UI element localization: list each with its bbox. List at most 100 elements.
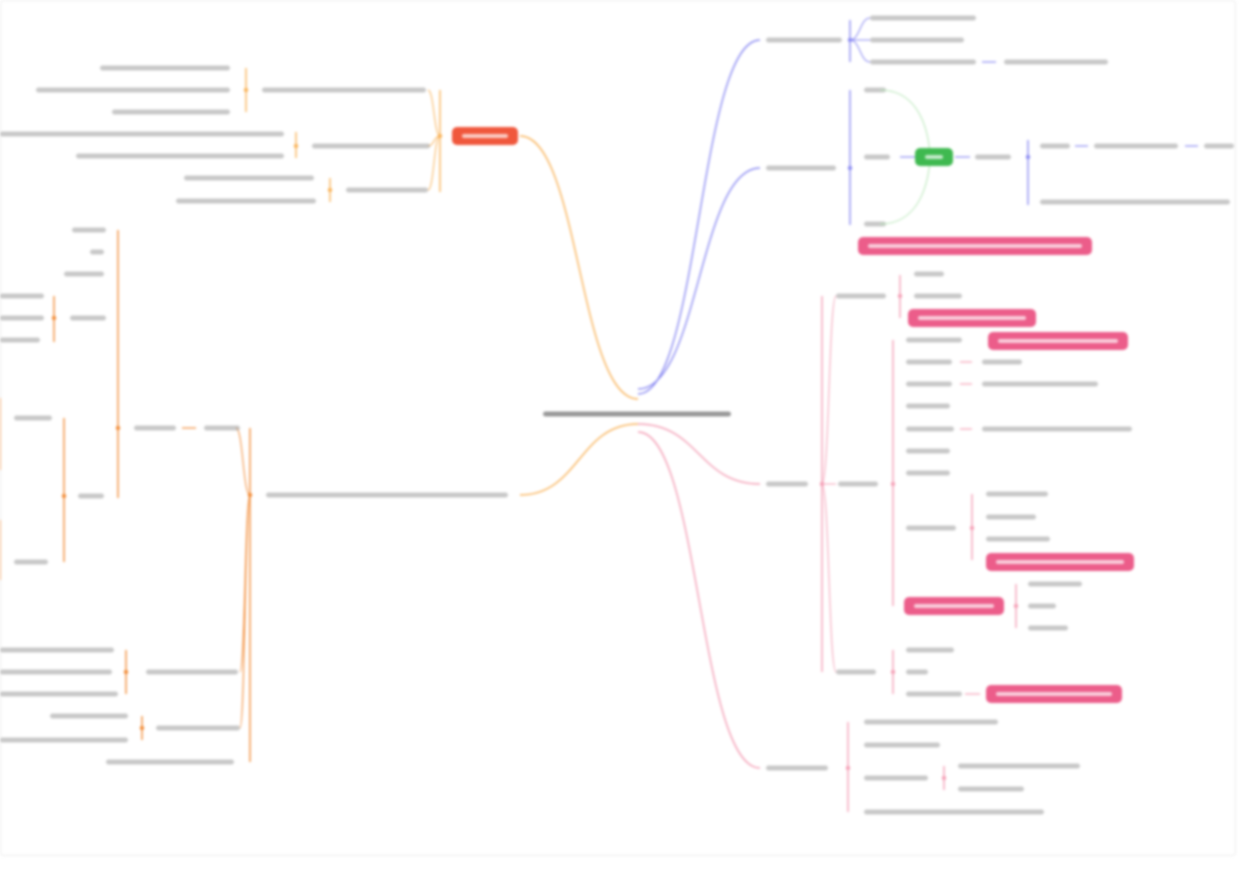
node-text[interactable] bbox=[266, 492, 508, 498]
node-dot bbox=[61, 493, 67, 499]
node-text[interactable] bbox=[836, 669, 876, 675]
node-text[interactable] bbox=[906, 337, 962, 343]
node-text[interactable] bbox=[982, 426, 1132, 432]
node-text[interactable] bbox=[1040, 199, 1230, 205]
node-text[interactable] bbox=[766, 765, 828, 771]
node-text[interactable] bbox=[986, 536, 1050, 542]
node-text[interactable] bbox=[906, 647, 954, 653]
node-text[interactable] bbox=[906, 403, 950, 409]
node-dot bbox=[890, 481, 896, 487]
node-text[interactable] bbox=[72, 227, 106, 233]
node-text[interactable] bbox=[906, 359, 952, 365]
node-text[interactable] bbox=[864, 87, 886, 93]
node-text[interactable] bbox=[864, 154, 890, 160]
node-text[interactable] bbox=[262, 87, 426, 93]
highlighted-node-text bbox=[996, 692, 1112, 696]
highlighted-node-text bbox=[918, 316, 1026, 320]
node-text[interactable] bbox=[106, 759, 234, 765]
node-dot bbox=[897, 293, 903, 299]
node-text[interactable] bbox=[0, 647, 114, 653]
node-text[interactable] bbox=[870, 37, 964, 43]
node-text[interactable] bbox=[870, 59, 976, 65]
highlighted-node-text bbox=[914, 604, 994, 608]
node-text[interactable] bbox=[906, 525, 956, 531]
node-text[interactable] bbox=[50, 713, 128, 719]
node-text[interactable] bbox=[986, 491, 1048, 497]
node-text[interactable] bbox=[766, 481, 808, 487]
node-text[interactable] bbox=[184, 175, 314, 181]
node-text[interactable] bbox=[156, 725, 240, 731]
node-text[interactable] bbox=[0, 337, 40, 343]
node-text[interactable] bbox=[70, 315, 106, 321]
node-text[interactable] bbox=[870, 15, 976, 21]
branch-line bbox=[427, 89, 441, 137]
node-text[interactable] bbox=[914, 293, 962, 299]
branch-orange-2 bbox=[519, 423, 639, 496]
node-text[interactable] bbox=[0, 737, 128, 743]
node-text[interactable] bbox=[864, 719, 998, 725]
node-text[interactable] bbox=[176, 198, 316, 204]
node-text[interactable] bbox=[906, 470, 950, 476]
node-dot bbox=[969, 525, 975, 531]
node-text[interactable] bbox=[864, 221, 886, 227]
node-text[interactable] bbox=[906, 669, 928, 675]
node-text[interactable] bbox=[76, 153, 284, 159]
node-text[interactable] bbox=[864, 742, 940, 748]
node-text[interactable] bbox=[986, 514, 1036, 520]
highlighted-node-text bbox=[996, 560, 1124, 564]
highlighted-node-text bbox=[998, 339, 1118, 343]
node-text[interactable] bbox=[14, 559, 48, 565]
node-text[interactable] bbox=[78, 493, 104, 499]
node-text[interactable] bbox=[0, 131, 284, 137]
node-text[interactable] bbox=[1040, 143, 1070, 149]
root-node[interactable] bbox=[543, 411, 731, 417]
node-text[interactable] bbox=[1028, 625, 1068, 631]
node-dot bbox=[115, 425, 121, 431]
node-text[interactable] bbox=[1028, 581, 1082, 587]
node-text[interactable] bbox=[312, 143, 430, 149]
branch-line bbox=[849, 39, 871, 63]
node-text[interactable] bbox=[982, 359, 1022, 365]
node-text[interactable] bbox=[0, 669, 112, 675]
node-text[interactable] bbox=[958, 786, 1024, 792]
node-text[interactable] bbox=[906, 381, 952, 387]
node-dot bbox=[123, 669, 129, 675]
node-text[interactable] bbox=[906, 691, 962, 697]
node-text[interactable] bbox=[982, 381, 1098, 387]
node-text[interactable] bbox=[958, 763, 1080, 769]
node-text[interactable] bbox=[146, 669, 238, 675]
node-text[interactable] bbox=[838, 481, 878, 487]
node-text[interactable] bbox=[864, 775, 928, 781]
node-text[interactable] bbox=[1204, 143, 1234, 149]
node-text[interactable] bbox=[864, 809, 1044, 815]
node-text[interactable] bbox=[346, 187, 428, 193]
node-text[interactable] bbox=[100, 65, 230, 71]
node-text[interactable] bbox=[906, 426, 954, 432]
node-text[interactable] bbox=[914, 271, 944, 277]
node-text[interactable] bbox=[0, 691, 118, 697]
node-text[interactable] bbox=[906, 448, 950, 454]
node-dot bbox=[327, 187, 333, 193]
node-text[interactable] bbox=[134, 425, 176, 431]
node-text[interactable] bbox=[766, 165, 836, 171]
node-dot bbox=[51, 315, 57, 321]
node-text[interactable] bbox=[836, 293, 886, 299]
node-text[interactable] bbox=[1004, 59, 1108, 65]
node-text[interactable] bbox=[36, 87, 230, 93]
node-text[interactable] bbox=[0, 315, 44, 321]
node-text[interactable] bbox=[0, 293, 44, 299]
highlighted-node-text bbox=[925, 155, 943, 159]
node-text[interactable] bbox=[1094, 143, 1178, 149]
node-text[interactable] bbox=[112, 109, 230, 115]
branch-blue-2 bbox=[637, 167, 761, 390]
node-text[interactable] bbox=[204, 425, 240, 431]
node-text[interactable] bbox=[90, 249, 104, 255]
node-text[interactable] bbox=[975, 154, 1011, 160]
node-text[interactable] bbox=[64, 271, 104, 277]
highlighted-node-text bbox=[868, 244, 1082, 248]
node-text[interactable] bbox=[14, 415, 52, 421]
branch-line bbox=[239, 494, 251, 673]
node-text[interactable] bbox=[1028, 603, 1056, 609]
node-text[interactable] bbox=[766, 37, 842, 43]
